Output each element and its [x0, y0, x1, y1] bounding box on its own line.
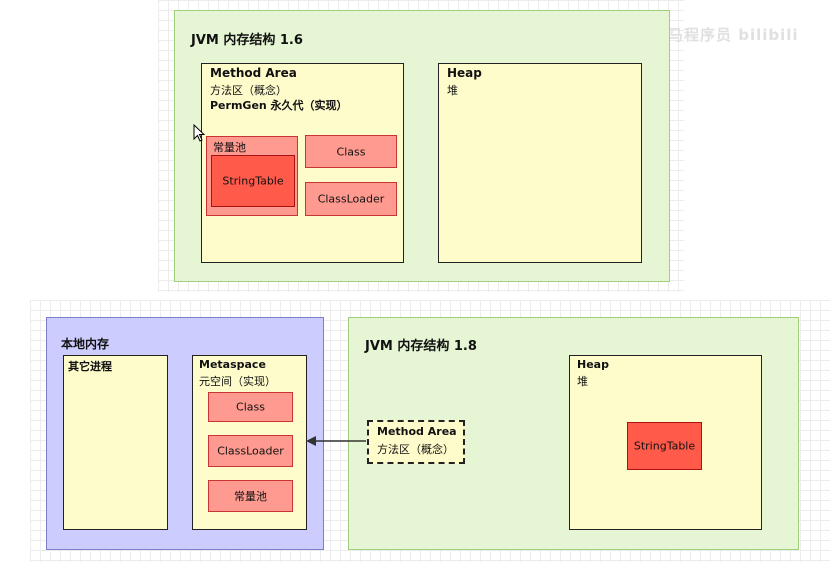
jvm16-panel: JVM 内存结构 1.6 Method Area 方法区（概念） PermGen…	[174, 10, 670, 282]
jvm18-title: JVM 内存结构 1.8	[365, 339, 477, 354]
jvm16-heap-title: Heap	[447, 66, 482, 80]
mouse-cursor-icon	[193, 124, 206, 142]
native-memory-panel: 本地内存 其它进程 Metaspace 元空间（实现） Class ClassL…	[46, 317, 324, 550]
other-process-box: 其它进程	[63, 355, 168, 530]
jvm18-panel: JVM 内存结构 1.8 Method Area 方法区（概念） Heap 堆 …	[348, 317, 799, 550]
jvm16-string-table: StringTable	[211, 155, 295, 207]
jvm16-heap-subtitle: 堆	[447, 84, 458, 97]
jvm16-constant-pool: 常量池 StringTable	[206, 136, 298, 216]
jvm16-heap: Heap 堆	[438, 63, 642, 263]
jvm18-heap-title: Heap	[577, 358, 609, 371]
metaspace-classloader-label: ClassLoader	[217, 444, 284, 458]
metaspace-constant-pool-box: 常量池	[208, 480, 293, 512]
native-memory-title: 本地内存	[61, 337, 110, 351]
jvm16-class-box: Class	[305, 135, 397, 168]
metaspace-constant-pool-label: 常量池	[234, 490, 267, 503]
jvm16-constant-pool-label: 常量池	[213, 141, 246, 154]
jvm18-method-area: Method Area 方法区（概念）	[367, 420, 465, 464]
jvm16-classloader-label: ClassLoader	[317, 192, 385, 206]
jvm16-title: JVM 内存结构 1.6	[191, 33, 303, 48]
metaspace-classloader-box: ClassLoader	[208, 435, 293, 467]
metaspace-box: Metaspace 元空间（实现） Class ClassLoader 常量池	[192, 355, 307, 530]
jvm18-string-table-label: StringTable	[633, 439, 696, 453]
metaspace-class-box: Class	[208, 392, 293, 422]
jvm16-method-area-subtitle: 方法区（概念）	[210, 84, 287, 97]
metaspace-subtitle: 元空间（实现）	[199, 375, 276, 388]
jvm16-class-label: Class	[336, 145, 366, 158]
jvm18-method-area-title: Method Area	[377, 425, 457, 438]
jvm18-heap: Heap 堆 StringTable	[569, 355, 762, 530]
watermark-logo: 黑马程序员 bilibili	[652, 26, 799, 44]
jvm16-method-area: Method Area 方法区（概念） PermGen 永久代（实现） 常量池 …	[201, 63, 404, 263]
jvm16-permgen-label: PermGen 永久代（实现）	[210, 99, 348, 112]
metaspace-class-label: Class	[236, 400, 265, 414]
jvm18-string-table: StringTable	[627, 422, 702, 470]
metaspace-title: Metaspace	[199, 358, 266, 371]
jvm16-method-area-title: Method Area	[210, 66, 297, 80]
jvm18-heap-subtitle: 堆	[577, 375, 588, 388]
other-process-label: 其它进程	[68, 360, 112, 373]
jvm18-method-area-subtitle: 方法区（概念）	[377, 443, 454, 456]
jvm16-classloader-box: ClassLoader	[305, 182, 397, 216]
jvm16-string-table-label: StringTable	[222, 174, 284, 188]
